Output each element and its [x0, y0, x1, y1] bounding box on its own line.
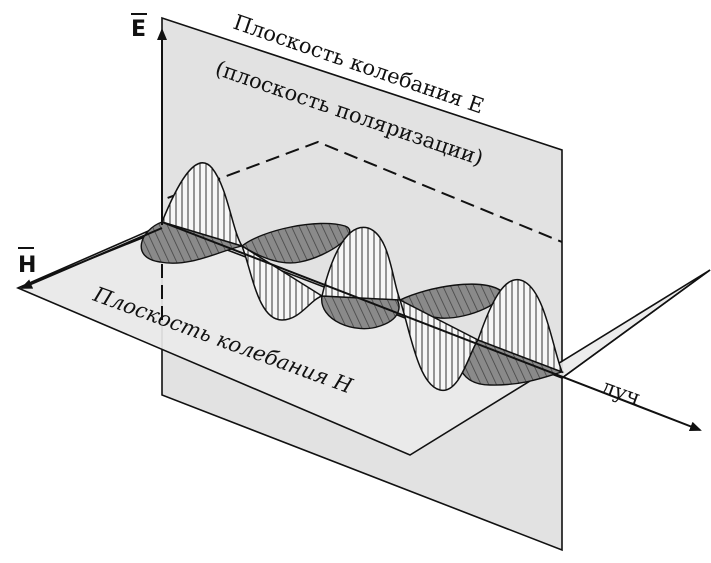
h-axis	[20, 227, 163, 289]
e-wave-lobe-1	[160, 162, 244, 248]
h-axis-label: H	[18, 253, 36, 278]
e-wave-lobe-2	[240, 244, 324, 321]
ray-label: луч	[598, 374, 643, 410]
h-wave-lobe-3	[321, 295, 400, 330]
h-plane-right-edge	[561, 269, 711, 379]
e-axis-label: E	[131, 17, 146, 42]
ray-axis	[161, 221, 702, 432]
e-wave-lobe-5	[477, 279, 564, 374]
e-wave-lobe-3	[321, 226, 402, 301]
